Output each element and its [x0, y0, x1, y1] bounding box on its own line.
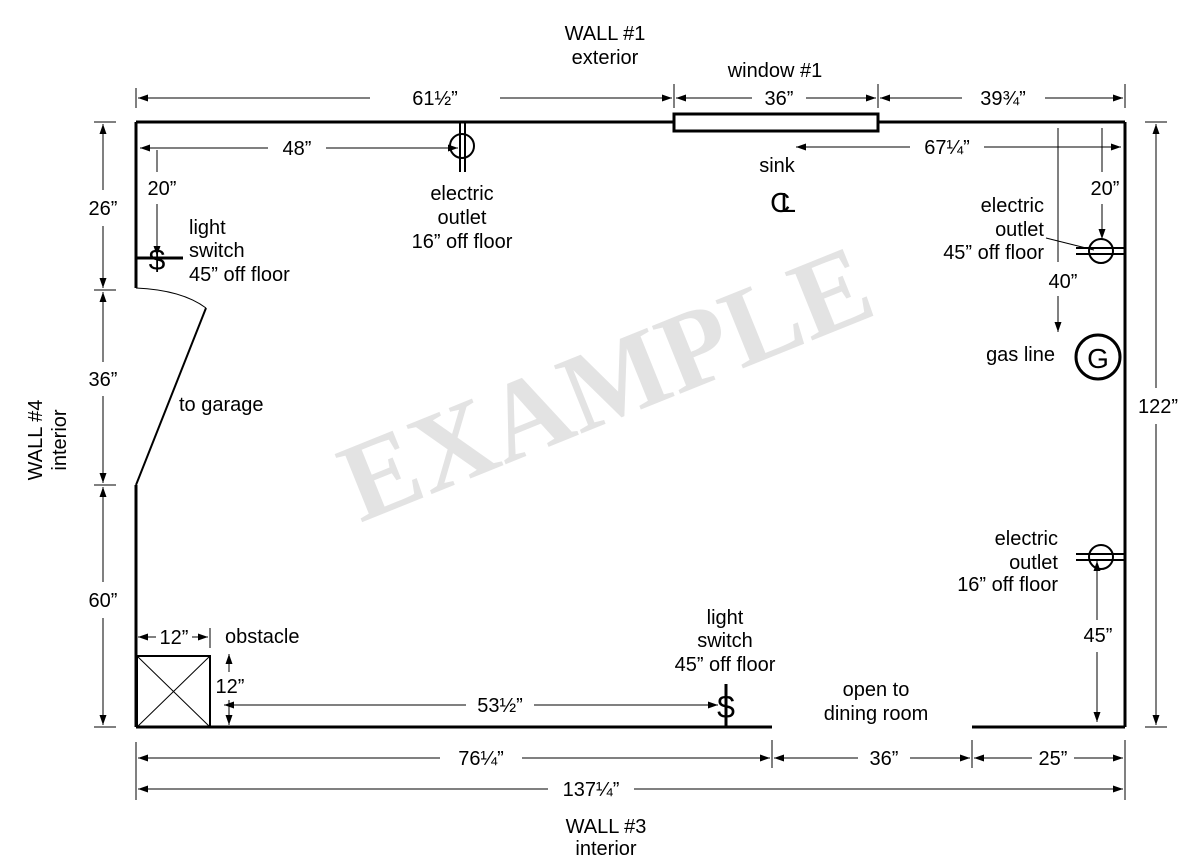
room-walls	[134, 120, 1127, 729]
switch-left-icon: $	[136, 244, 183, 277]
dim-obstacle-width: 12”	[160, 627, 189, 649]
dim-left-lower: 60”	[89, 590, 118, 612]
svg-text:outlet: outlet	[995, 219, 1044, 241]
outlet-right-lower-icon	[1076, 544, 1125, 570]
dim-total-length: 137¼”	[563, 779, 620, 801]
dim-bottom-left: 76¼”	[458, 748, 504, 770]
dim-right-height: 122”	[1138, 396, 1178, 418]
dim-top-right: 39¾”	[980, 88, 1026, 110]
wall4-type: interior	[49, 409, 71, 470]
switch-bottom-label: light switch 45” off floor	[675, 607, 776, 676]
dim-window-width: 36”	[765, 88, 794, 110]
svg-text:switch: switch	[189, 240, 245, 262]
svg-text:electric: electric	[981, 195, 1044, 217]
svg-text:$: $	[149, 244, 166, 277]
dim-gas-drop: 40”	[1049, 271, 1078, 293]
dim-switch-drop: 20”	[148, 178, 177, 200]
wall1-type: exterior	[572, 47, 639, 69]
svg-text:light: light	[707, 607, 744, 629]
dim-outlet-from-left: 48”	[283, 138, 312, 160]
svg-text:$: $	[717, 689, 735, 725]
watermark: EXAMPLE	[323, 221, 889, 546]
dim-top-left: 61½”	[412, 88, 458, 110]
gas-line-label: gas line	[986, 344, 1055, 366]
wall4-name: WALL #4	[25, 400, 47, 481]
wall1-name: WALL #1	[565, 23, 646, 45]
svg-text:G: G	[1087, 343, 1109, 374]
opening-label-line2: dining room	[824, 703, 929, 725]
obstacle-symbol	[136, 655, 211, 728]
svg-text:16” off floor: 16” off floor	[957, 574, 1058, 596]
dim-left-door: 36”	[89, 369, 118, 391]
dim-sink-from-right: 67¼”	[924, 137, 970, 159]
window-label: window #1	[727, 60, 823, 82]
switch-left-label: light switch 45” off floor	[189, 217, 290, 286]
outlet-right-upper-label: electric outlet 45” off floor	[943, 195, 1044, 264]
opening-label-line1: open to	[843, 679, 910, 701]
svg-text:electric: electric	[430, 183, 493, 205]
dim-lower-outlet-rise: 45”	[1084, 625, 1113, 647]
gas-line-icon: G	[1074, 333, 1122, 381]
dim-obstacle-depth: 12”	[216, 676, 245, 698]
svg-text:light: light	[189, 217, 226, 239]
dimension-arrows	[99, 94, 1160, 793]
switch-bottom-icon: $	[717, 684, 735, 727]
svg-text:outlet: outlet	[1009, 552, 1058, 574]
sink-label: sink	[759, 155, 796, 177]
dim-left-upper: 26”	[89, 198, 118, 220]
outlet-top-label: electric outlet 16” off floor	[412, 183, 513, 253]
dim-bottom-right: 25”	[1039, 748, 1068, 770]
obstacle-label: obstacle	[225, 626, 300, 648]
dim-opening: 36”	[870, 748, 899, 770]
outlet-top-icon	[449, 122, 475, 172]
dim-switch-from-obstacle: 53½”	[477, 695, 523, 717]
sink-centerline-icon: CL	[770, 187, 795, 218]
wall3-type: interior	[575, 838, 636, 860]
svg-text:45” off floor: 45” off floor	[675, 654, 776, 676]
window-symbol	[672, 112, 880, 133]
extension-lines	[94, 84, 1167, 800]
svg-text:switch: switch	[697, 630, 753, 652]
outlet-right-upper-icon	[1076, 238, 1125, 264]
svg-text:16” off floor: 16” off floor	[412, 231, 513, 253]
svg-text:electric: electric	[995, 528, 1058, 550]
wall3-name: WALL #3	[566, 816, 647, 838]
svg-text:45” off floor: 45” off floor	[189, 264, 290, 286]
dim-right-outlet-drop: 20”	[1091, 178, 1120, 200]
svg-text:outlet: outlet	[438, 207, 487, 229]
outlet-right-lower-label: electric outlet 16” off floor	[957, 528, 1058, 596]
garage-door	[135, 287, 207, 486]
svg-text:45” off floor: 45” off floor	[943, 242, 1044, 264]
to-garage-label: to garage	[179, 394, 264, 416]
